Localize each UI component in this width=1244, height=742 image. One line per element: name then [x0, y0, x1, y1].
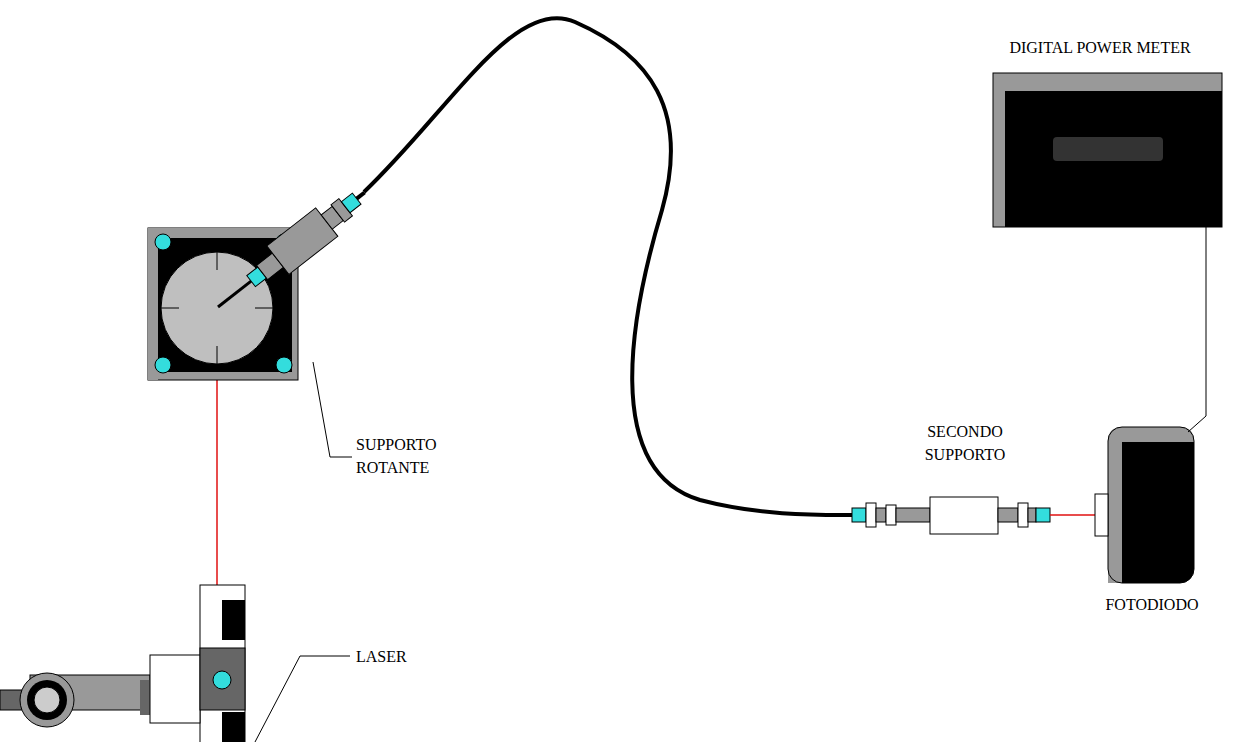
fiber-cable — [364, 18, 852, 515]
instrument-label: DIGITAL POWER METER — [980, 36, 1220, 59]
leader-line — [255, 656, 350, 742]
part-label: SECONDO SUPPORTO — [915, 420, 1015, 466]
meter-cable — [1188, 227, 1206, 432]
second-support — [852, 497, 1050, 534]
fiber-connector — [207, 178, 376, 321]
part-label: FOTODIODO — [1092, 593, 1212, 616]
power-meter — [993, 73, 1222, 227]
laser-mount — [0, 585, 245, 742]
output-beam — [1050, 514, 1095, 516]
part-label: SUPPORTO ROTANTE — [356, 433, 456, 479]
leader-line — [313, 362, 352, 457]
photodiode — [1095, 427, 1194, 583]
part-label: LASER — [356, 645, 436, 668]
